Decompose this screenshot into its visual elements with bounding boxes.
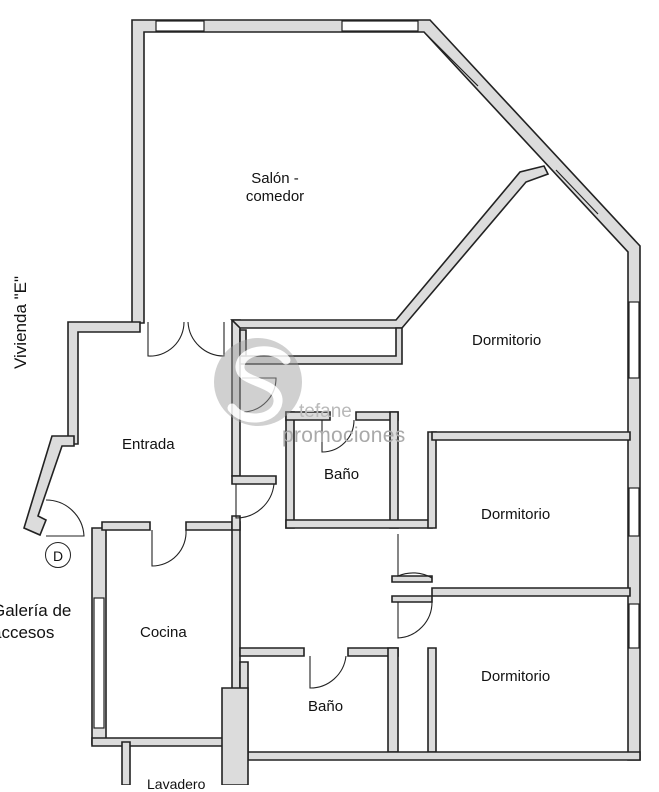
room-bano-2: Baño bbox=[308, 698, 344, 715]
wall-lavadero-right bbox=[221, 687, 249, 785]
cocina-wall-top bbox=[101, 521, 151, 531]
door-dorm-3 bbox=[397, 601, 433, 639]
wall-bano-top bbox=[285, 411, 331, 421]
wall-bottom bbox=[247, 751, 641, 761]
door-main bbox=[45, 499, 85, 537]
room-lavadero: Lavadero bbox=[147, 776, 206, 792]
room-dormitorio-2: Dormitorio bbox=[481, 506, 551, 523]
window-diag-1 bbox=[425, 33, 479, 87]
door-bano-1 bbox=[321, 419, 355, 453]
window-diag-2 bbox=[555, 169, 599, 215]
watermark-text-2: promociones bbox=[282, 424, 406, 447]
galeria-label: Galería de accesos bbox=[0, 600, 71, 644]
galeria-line1: Galería de bbox=[0, 601, 72, 620]
room-salon-line1: Salón - bbox=[251, 170, 299, 187]
room-bano-1: Baño bbox=[324, 466, 360, 483]
cocina-wall-top-2 bbox=[185, 521, 239, 531]
wall-dorm-div-1 bbox=[431, 431, 631, 441]
wall-corridor-top bbox=[231, 475, 277, 485]
watermark-text-1: tefane bbox=[299, 401, 352, 422]
door-entrada-1 bbox=[147, 321, 185, 357]
room-salon-line2: comedor bbox=[245, 188, 305, 205]
room-salon-label: Salón - comedor bbox=[240, 170, 310, 206]
wall-dorm3-div bbox=[391, 575, 433, 583]
room-dormitorio-1: Dormitorio bbox=[472, 332, 542, 349]
door-entrada-2 bbox=[187, 321, 225, 357]
wall-bano2-right bbox=[387, 647, 399, 753]
outer-wall-diagonal-left bbox=[23, 435, 75, 537]
cocina-wall-bottom bbox=[91, 737, 233, 747]
door-dorm-2 bbox=[397, 534, 433, 579]
room-entrada: Entrada bbox=[122, 436, 175, 453]
outer-wall-left bbox=[67, 321, 141, 445]
window-right-2 bbox=[628, 487, 640, 537]
wall-lavadero-left bbox=[121, 741, 131, 785]
door-corridor bbox=[235, 483, 275, 519]
wall-bano-bottom bbox=[285, 519, 433, 529]
window-right-3 bbox=[628, 603, 640, 649]
wall-dorm3-div2 bbox=[391, 595, 433, 603]
room-dormitorio-3: Dormitorio bbox=[481, 668, 551, 685]
cocina-wall-right bbox=[231, 521, 241, 691]
window-top-2 bbox=[341, 20, 419, 32]
door-cocina bbox=[151, 529, 187, 567]
vivienda-label: Vivienda "E" bbox=[11, 275, 30, 369]
room-cocina: Cocina bbox=[140, 624, 187, 641]
watermark-logo bbox=[214, 338, 302, 426]
door-marker: D bbox=[45, 542, 71, 568]
wall-corridor-left bbox=[231, 515, 241, 531]
wall-dorm3-left bbox=[427, 647, 437, 753]
wall-lower-h bbox=[239, 647, 305, 657]
wall-dorm-div-2 bbox=[431, 587, 631, 597]
wall-dorm2-left bbox=[427, 431, 437, 529]
window-right-1 bbox=[628, 301, 640, 379]
window-top-1 bbox=[155, 20, 205, 32]
door-dorm-1 bbox=[242, 377, 277, 413]
wall-salon-divider bbox=[230, 165, 550, 329]
window-cocina bbox=[93, 597, 105, 729]
galeria-line2: accesos bbox=[0, 623, 55, 642]
door-bano-2 bbox=[309, 655, 347, 689]
